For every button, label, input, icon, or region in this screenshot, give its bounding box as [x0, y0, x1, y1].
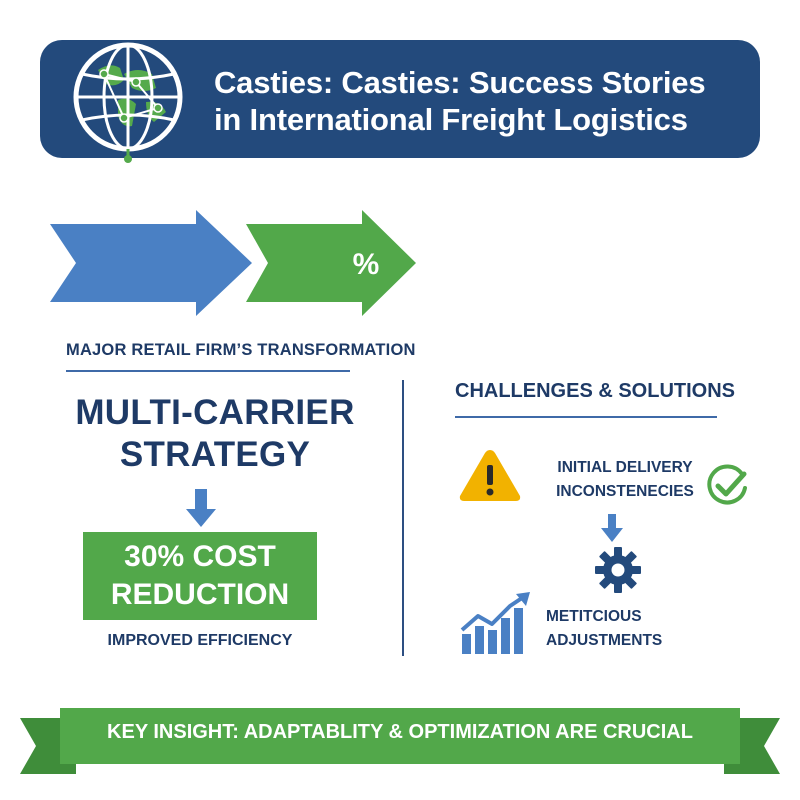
blue-arrow: [50, 210, 252, 316]
globe-network-icon: [73, 42, 183, 163]
title-line-1: Casties: Casties: Success Stories: [214, 65, 706, 100]
challenge-line-1: INITIAL DELIVERY: [557, 459, 693, 476]
green-arrow: [246, 210, 416, 316]
result-line-2: REDUCTION: [110, 578, 290, 611]
down-arrow-icon: [186, 489, 216, 527]
insight-ribbon: [20, 708, 780, 774]
warning-icon: [459, 450, 521, 501]
strategy-heading: MULTI-CARRIER STRATEGY: [70, 392, 360, 476]
result-box: [83, 532, 317, 620]
down-arrow-small-icon: [601, 514, 623, 542]
growth-chart-icon: [460, 592, 530, 654]
result-line-1: 30% COST: [124, 540, 276, 573]
strategy-line-1: MULTI-CARRIER: [75, 393, 355, 432]
page-title: Casties: Casties: Success Stories in Int…: [214, 64, 754, 138]
challenge-line-2: INCONSTENECIES: [556, 483, 694, 500]
case-subtitle: MAJOR RETAIL FIRM’S TRANSFORMATION: [66, 341, 416, 359]
check-icon: [707, 464, 747, 505]
result-text: 30% COST REDUCTION: [83, 538, 317, 614]
percent-badge: %: [353, 248, 380, 281]
right-divider-rule: [455, 416, 717, 418]
challenge-text: INITIAL DELIVERY INCONSTENECIES: [540, 456, 710, 504]
gear-icon: [595, 547, 641, 593]
column-divider: [402, 380, 404, 656]
progress-arrows: %: [50, 210, 416, 316]
strategy-line-2: STRATEGY: [119, 435, 311, 474]
solution-text: METITCIOUS ADJUSTMENTS: [546, 605, 676, 653]
solution-line-1: METITCIOUS: [546, 608, 642, 625]
efficiency-caption: IMPROVED EFFICIENCY: [107, 632, 293, 649]
left-divider-rule: [66, 370, 350, 372]
title-line-2: in International Freight Logistics: [214, 102, 688, 137]
challenges-title: CHALLENGES & SOLUTIONS: [455, 380, 736, 402]
key-insight-text: KEY INSIGHT: ADAPTABLITY & OPTIMIZATION …: [107, 721, 693, 743]
solution-line-2: ADJUSTMENTS: [546, 632, 663, 649]
